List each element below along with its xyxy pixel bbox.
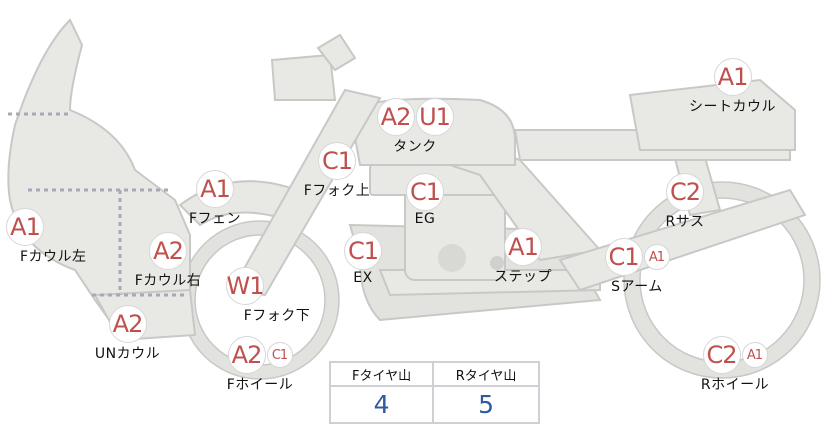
part-f-fender: A1 Fフェン [170, 170, 260, 228]
part-f-cowl-left: A1 Fカウル左 [4, 208, 104, 266]
code-badge: A1 [6, 208, 44, 246]
part-label: EX [353, 270, 373, 286]
part-r-sus: C2 Rサス [640, 173, 730, 231]
part-label: UNカウル [94, 346, 161, 362]
front-tire-header: Fタイヤ山 [328, 361, 435, 387]
code-badge: A1 [504, 228, 542, 266]
part-label: Fフォク下 [243, 308, 311, 324]
rear-tire-value: 5 [432, 385, 540, 424]
tire-tread-table: Fタイヤ山 Rタイヤ山 4 5 [328, 361, 540, 424]
rear-tire-header: Rタイヤ山 [432, 361, 540, 387]
part-label: Sアーム [611, 279, 663, 295]
code-badge: C1 [266, 342, 293, 368]
code-badge: W1 [226, 267, 265, 305]
part-tank: A2 U1 タンク [370, 98, 460, 156]
code-badge: C1 [344, 232, 382, 270]
code-badge: U1 [415, 98, 454, 136]
part-f-wheel: A2 C1 Fホイール [205, 336, 315, 394]
part-label: シートカウル [689, 99, 776, 115]
part-label: EG [414, 211, 436, 227]
part-seat-cowl: A1 シートカウル [670, 58, 795, 116]
part-label: ステップ [494, 269, 552, 285]
part-label: Fフェン [188, 211, 242, 227]
code-badge: A2 [227, 336, 266, 374]
part-label: Fカウル左 [20, 249, 87, 265]
code-badge: C2 [702, 336, 741, 374]
part-s-arm: C1 A1 Sアーム [592, 238, 682, 296]
code-badge: A1 [196, 170, 234, 208]
code-badge: A1 [741, 342, 768, 368]
part-label: Rサス [665, 214, 705, 230]
code-badge: C2 [666, 173, 704, 211]
code-badge: A2 [149, 232, 187, 270]
part-un-cowl: A2 UNカウル [80, 305, 175, 363]
code-badge: A2 [376, 98, 415, 136]
part-step: A1 ステップ [478, 228, 568, 286]
code-badge: A1 [713, 58, 752, 96]
part-label: タンク [393, 139, 437, 155]
part-ex: C1 EX [335, 232, 391, 286]
code-badge: C1 [318, 142, 356, 180]
part-label: Fカウル右 [134, 273, 202, 289]
code-badge: C1 [406, 173, 444, 211]
code-badge: C1 [604, 238, 643, 276]
part-f-fork-upper: C1 Fフォク上 [282, 142, 392, 200]
part-f-cowl-right: A2 Fカウル右 [118, 232, 218, 290]
code-badge: A2 [108, 305, 147, 343]
part-label: Fホイール [226, 377, 294, 393]
part-label: Rホイール [700, 377, 770, 393]
part-label: Fフォク上 [303, 183, 371, 199]
code-badge: A1 [643, 244, 670, 270]
part-r-wheel: C2 A1 Rホイール [680, 336, 790, 394]
front-tire-value: 4 [328, 385, 435, 424]
part-eg: C1 EG [395, 173, 455, 227]
part-f-fork-lower: W1 Fフォク下 [222, 267, 332, 325]
